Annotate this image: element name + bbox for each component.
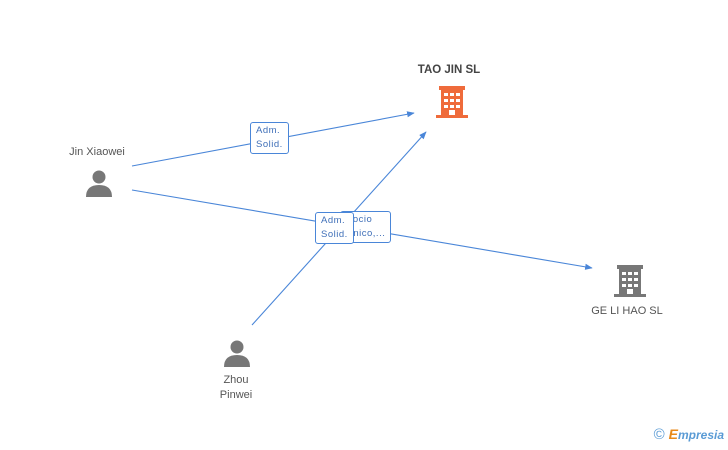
node-label-ge-li-hao[interactable]: GE LI HAO SL bbox=[591, 305, 663, 317]
brand-footer: © Empresia bbox=[654, 424, 724, 444]
building-icon-tao-jin[interactable] bbox=[436, 86, 468, 118]
person-icon-jin-xiaowei[interactable] bbox=[86, 170, 112, 198]
edge-label-jin-taojin[interactable]: Adm. Solid. bbox=[250, 122, 289, 154]
brand-logo-text: mpresia bbox=[677, 428, 724, 442]
copyright-icon: © bbox=[653, 425, 665, 443]
brand-logo-initial: E bbox=[668, 426, 678, 442]
edge-label-line1: Socio bbox=[346, 214, 373, 225]
node-label-jin-xiaowei[interactable]: Jin Xiaowei bbox=[69, 146, 125, 158]
edge-label-line2: Único,... bbox=[346, 228, 386, 239]
edge-label-line1: Adm. bbox=[256, 125, 281, 136]
edge-label-zhou-taojin[interactable]: Adm. Solid. bbox=[315, 212, 354, 244]
edge-label-line1: Adm. bbox=[321, 215, 346, 226]
edge-label-line2: Solid. bbox=[256, 139, 283, 150]
node-label-zhou-pinwei[interactable]: Zhou Pinwei bbox=[220, 373, 252, 403]
edge-label-line2: Solid. bbox=[321, 229, 348, 240]
building-icon-ge-li-hao[interactable] bbox=[614, 265, 646, 297]
node-label-line2: Pinwei bbox=[219, 389, 253, 401]
node-label-line1: Zhou bbox=[223, 374, 249, 386]
brand-logo[interactable]: Empresia bbox=[669, 426, 724, 442]
person-icon-zhou-pinwei[interactable] bbox=[224, 340, 250, 368]
node-label-tao-jin[interactable]: TAO JIN SL bbox=[417, 64, 481, 76]
